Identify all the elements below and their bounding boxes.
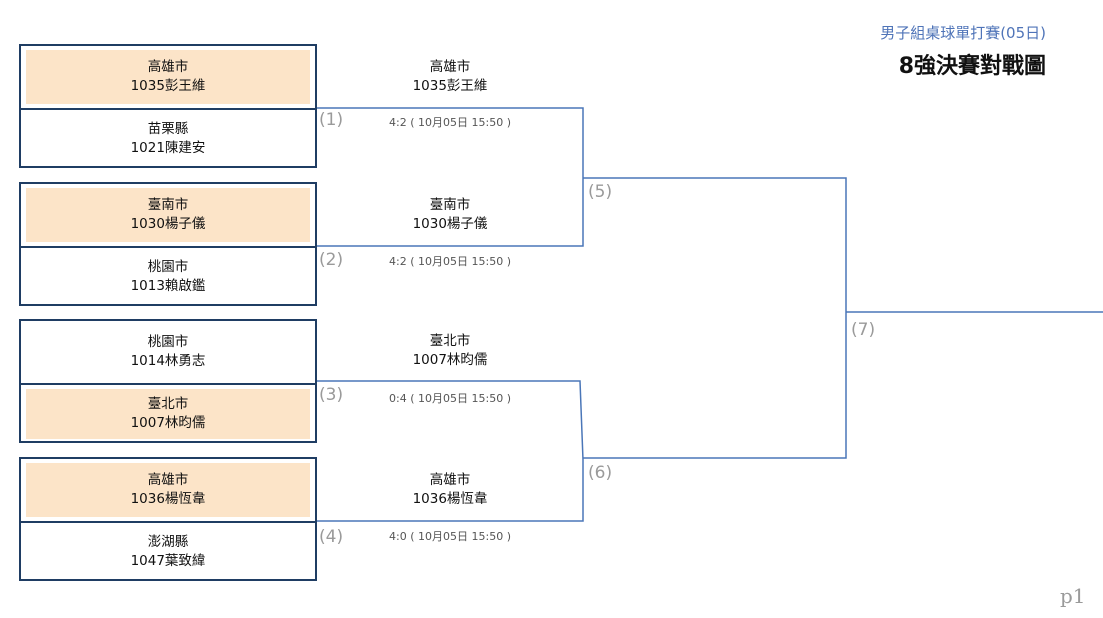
match-2-number: (2) bbox=[319, 250, 344, 270]
match-4-score: 4:0 ( 10月05日 15:50 ) bbox=[389, 530, 511, 543]
match-1-number: (1) bbox=[319, 110, 344, 130]
player-city: 高雄市 bbox=[147, 472, 189, 488]
bracket-line-semi-6 bbox=[583, 312, 847, 459]
player-city: 桃園市 bbox=[147, 334, 189, 350]
match-3-number: (3) bbox=[319, 385, 344, 405]
winner-highlight bbox=[26, 188, 310, 242]
match-4-box: 高雄市 1036楊恆韋 澎湖縣 1047葉致緯 bbox=[19, 457, 317, 581]
winner-name: 1030楊子儀 bbox=[412, 216, 488, 232]
bracket-line-match-2 bbox=[317, 178, 584, 247]
player-city: 臺北市 bbox=[147, 396, 189, 412]
winner-highlight bbox=[26, 50, 310, 104]
player-name: 1030楊子儀 bbox=[130, 216, 206, 232]
match-2-winner: 臺南市 1030楊子儀 bbox=[330, 196, 570, 234]
player-city: 臺南市 bbox=[147, 197, 189, 213]
match-3-winner: 臺北市 1007林昀儒 bbox=[330, 332, 570, 370]
bracket-line-match-4 bbox=[317, 460, 584, 522]
player-name: 1036楊恆韋 bbox=[130, 491, 206, 507]
winner-city: 高雄市 bbox=[429, 59, 471, 75]
match-4-player-1: 高雄市 1036楊恆韋 bbox=[21, 459, 315, 521]
match-3-player-2: 臺北市 1007林昀儒 bbox=[21, 383, 315, 443]
winner-highlight bbox=[26, 389, 310, 439]
winner-city: 臺北市 bbox=[429, 333, 471, 349]
match-2-score: 4:2 ( 10月05日 15:50 ) bbox=[389, 255, 511, 268]
winner-name: 1035彭王維 bbox=[412, 78, 488, 94]
bracket-line-semi-5 bbox=[583, 177, 847, 312]
player-city: 澎湖縣 bbox=[147, 534, 189, 550]
player-name: 1035彭王維 bbox=[130, 78, 206, 94]
winner-name: 1036楊恆韋 bbox=[412, 491, 488, 507]
player-name: 1014林勇志 bbox=[130, 353, 206, 369]
match-1-player-1: 高雄市 1035彭王維 bbox=[21, 46, 315, 108]
winner-city: 臺南市 bbox=[429, 197, 471, 213]
winner-name: 1007林昀儒 bbox=[412, 352, 488, 368]
bracket-line-match-1 bbox=[317, 107, 584, 178]
match-1-player-2: 苗栗縣 1021陳建安 bbox=[21, 108, 315, 168]
semifinal-2-number: (6) bbox=[588, 463, 613, 483]
tournament-subtitle: 男子組桌球單打賽(05日) bbox=[880, 24, 1046, 42]
player-city: 苗栗縣 bbox=[147, 121, 189, 137]
match-3-player-1: 桃園市 1014林勇志 bbox=[21, 321, 315, 383]
winner-highlight bbox=[26, 463, 310, 517]
winner-city: 高雄市 bbox=[429, 472, 471, 488]
match-1-box: 高雄市 1035彭王維 苗栗縣 1021陳建安 bbox=[19, 44, 317, 168]
page-number: p1 bbox=[1060, 584, 1086, 608]
match-4-number: (4) bbox=[319, 527, 344, 547]
semifinal-1-number: (5) bbox=[588, 182, 613, 202]
match-3-score: 0:4 ( 10月05日 15:50 ) bbox=[389, 392, 511, 405]
player-city: 高雄市 bbox=[147, 59, 189, 75]
match-2-player-1: 臺南市 1030楊子儀 bbox=[21, 184, 315, 246]
player-city: 桃園市 bbox=[147, 259, 189, 275]
player-name: 1013賴啟鑑 bbox=[130, 278, 206, 294]
match-4-player-2: 澎湖縣 1047葉致緯 bbox=[21, 521, 315, 581]
bracket-title: 8強決賽對戰圖 bbox=[898, 54, 1046, 79]
match-2-player-2: 桃園市 1013賴啟鑑 bbox=[21, 246, 315, 306]
match-1-winner: 高雄市 1035彭王維 bbox=[330, 58, 570, 96]
match-1-score: 4:2 ( 10月05日 15:50 ) bbox=[389, 116, 511, 129]
match-2-box: 臺南市 1030楊子儀 桃園市 1013賴啟鑑 bbox=[19, 182, 317, 306]
final-number: (7) bbox=[851, 320, 876, 340]
bracket-line-match-3 bbox=[317, 380, 584, 461]
match-3-box: 桃園市 1014林勇志 臺北市 1007林昀儒 bbox=[19, 319, 317, 443]
player-name: 1047葉致緯 bbox=[130, 553, 206, 569]
match-4-winner: 高雄市 1036楊恆韋 bbox=[330, 471, 570, 509]
player-name: 1021陳建安 bbox=[130, 140, 206, 156]
player-name: 1007林昀儒 bbox=[130, 415, 206, 431]
